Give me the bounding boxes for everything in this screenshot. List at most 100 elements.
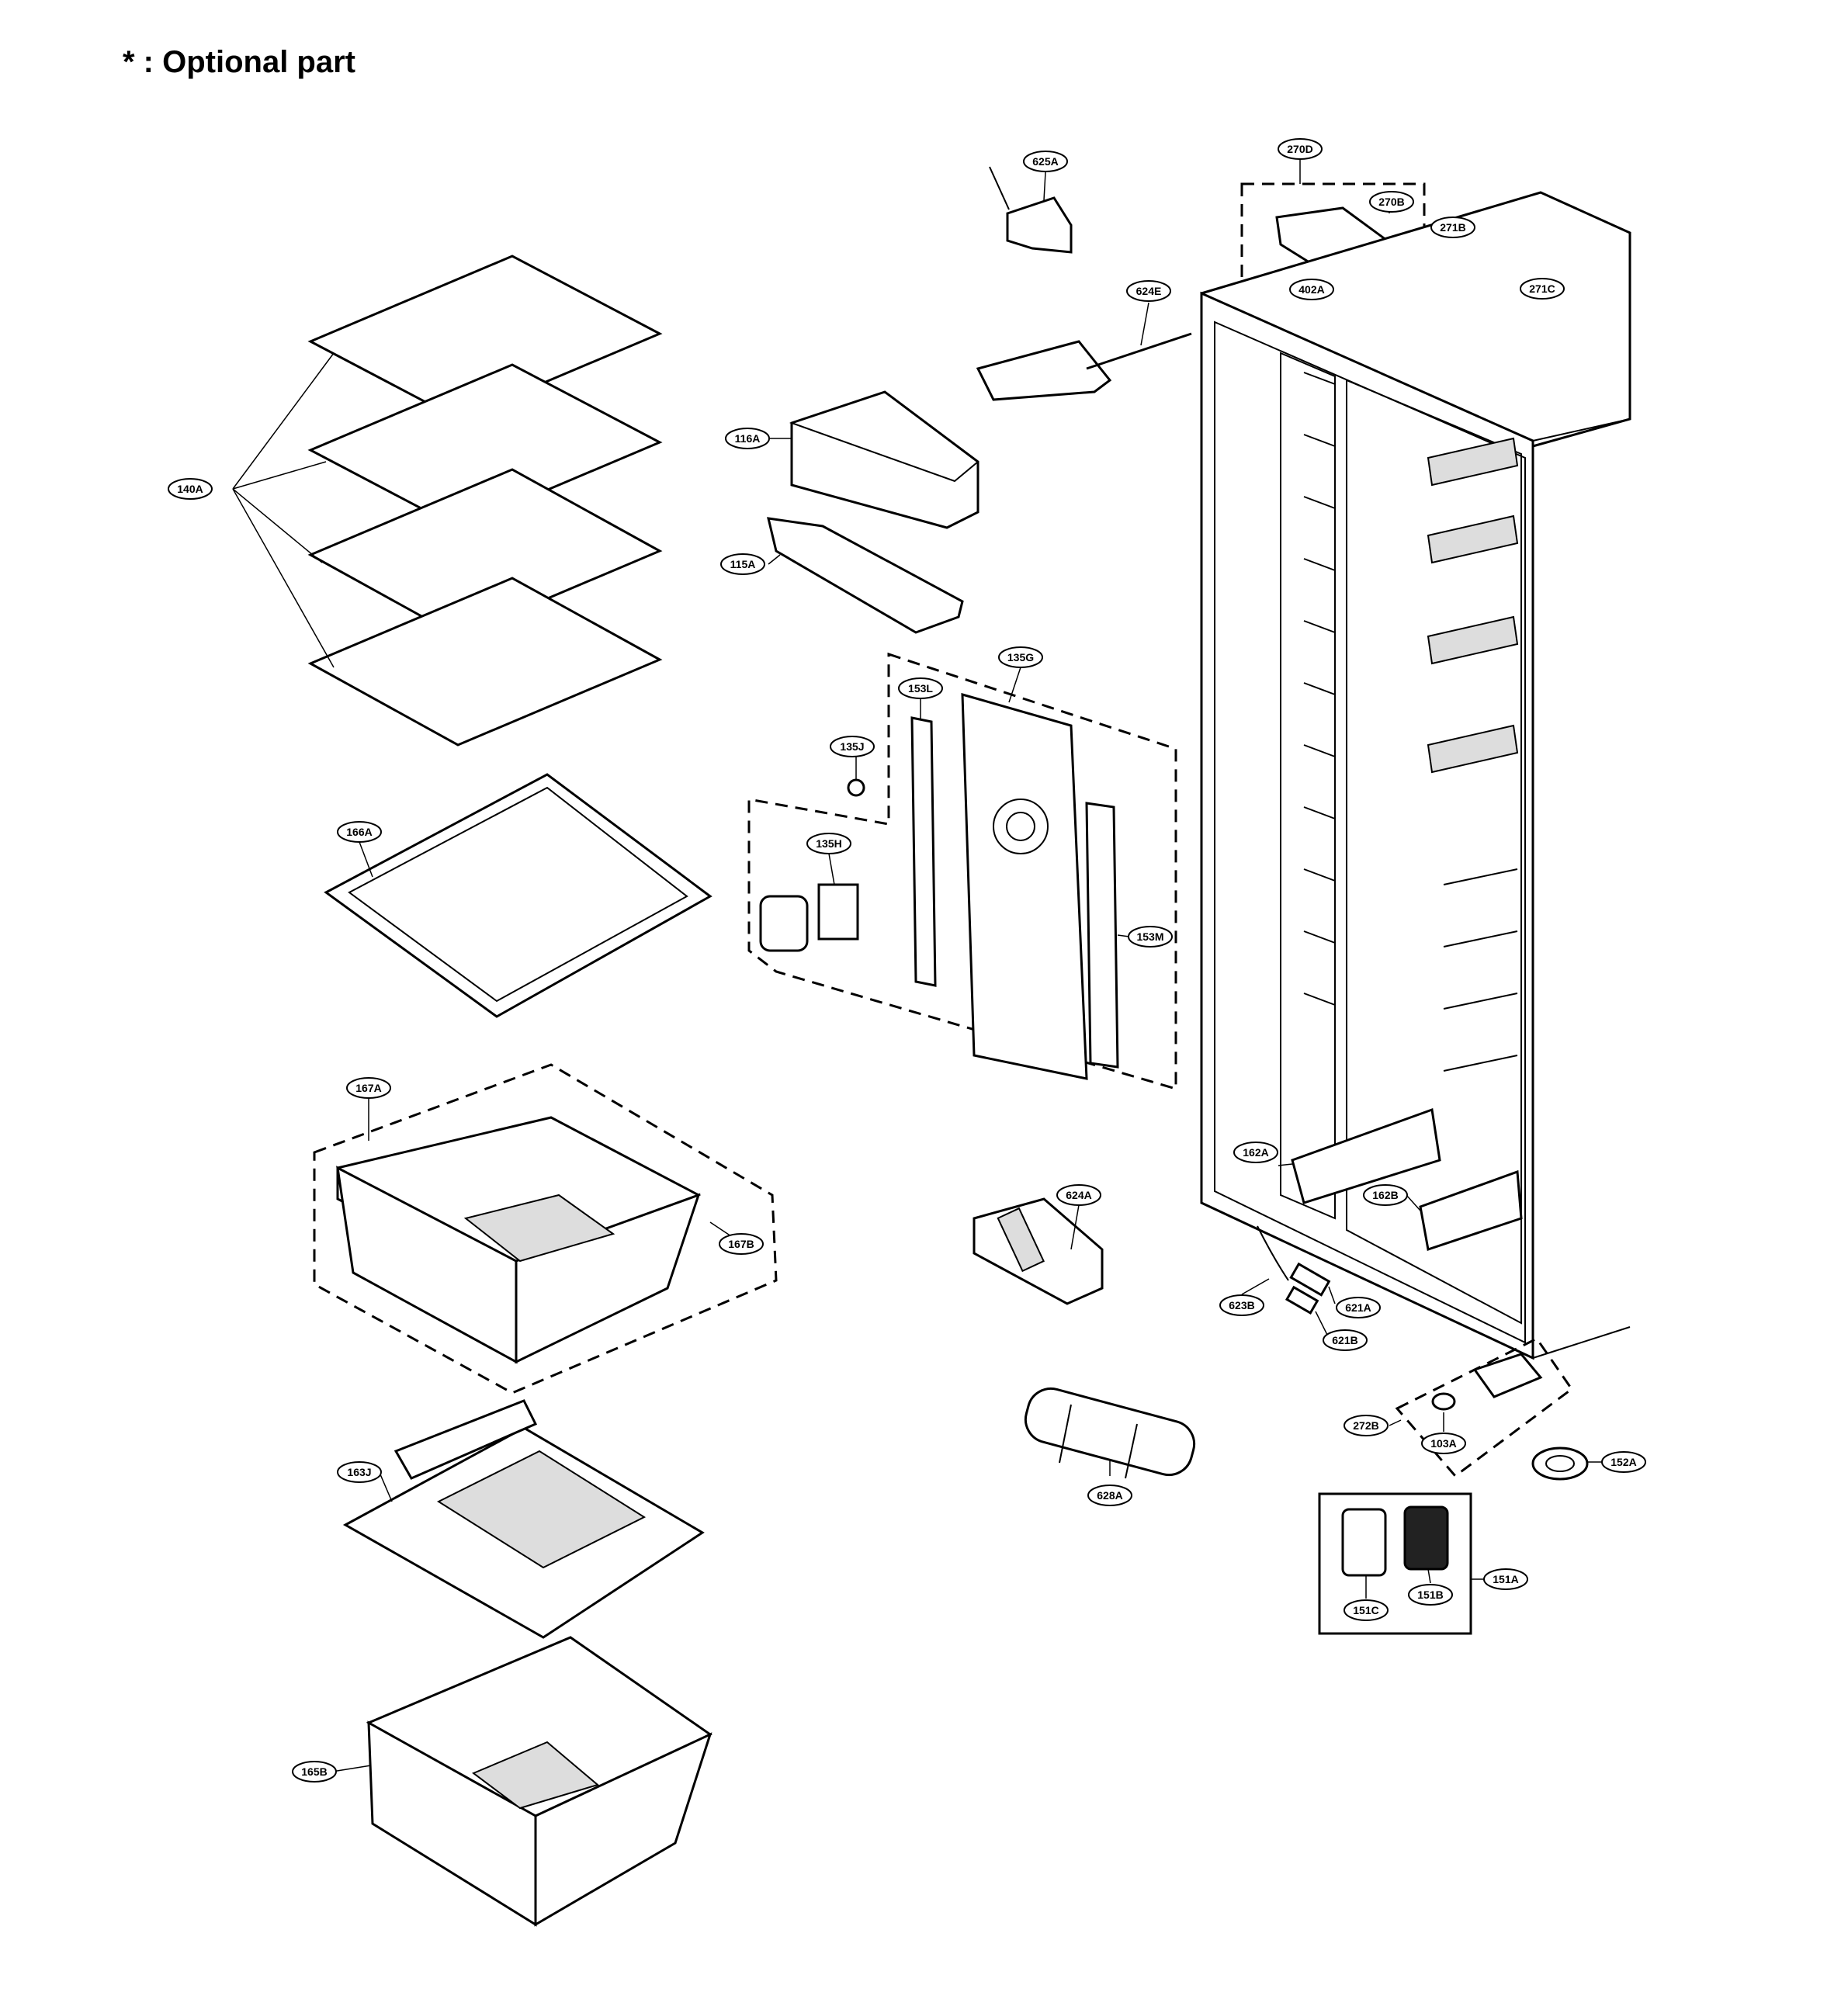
pantry-drawer[interactable] xyxy=(366,1636,713,1927)
svg-text:271C: 271C xyxy=(1529,282,1555,295)
lower-hinge-left[interactable] xyxy=(1291,1107,1441,1204)
crisper-cover-tray[interactable] xyxy=(324,773,713,1018)
svg-text:272B: 272B xyxy=(1353,1419,1378,1432)
cabinet-shelf-rails-right xyxy=(1427,437,1519,1072)
svg-text:151B: 151B xyxy=(1417,1589,1443,1601)
svg-text:625A: 625A xyxy=(1032,155,1058,168)
callout-151B: 151B xyxy=(1408,1584,1453,1606)
svg-text:152A: 152A xyxy=(1610,1456,1636,1468)
lower-hinge-right[interactable] xyxy=(1419,1169,1523,1251)
callout-163J: 163J xyxy=(337,1461,382,1483)
water-tube-assembly[interactable] xyxy=(976,332,1192,401)
svg-text:166A: 166A xyxy=(346,826,372,838)
page-title: * : Optional part xyxy=(123,45,355,79)
water-filter-box[interactable] xyxy=(973,1197,1104,1305)
svg-text:135G: 135G xyxy=(1007,651,1034,663)
callout-162B: 162B xyxy=(1363,1184,1408,1206)
shelf-glass-4[interactable] xyxy=(307,577,663,747)
callout-116A: 116A xyxy=(725,428,770,449)
grille-pad[interactable] xyxy=(1403,1505,1449,1571)
callout-115A: 115A xyxy=(720,553,765,575)
svg-text:153L: 153L xyxy=(908,682,933,695)
gasket-strip-right[interactable] xyxy=(1085,802,1119,1069)
door-switch[interactable] xyxy=(989,166,1073,254)
crisper-drawer[interactable] xyxy=(336,1116,702,1364)
callout-628A: 628A xyxy=(1087,1485,1132,1506)
svg-text:135H: 135H xyxy=(816,837,841,850)
callout-153M: 153M xyxy=(1128,926,1173,948)
svg-text:162B: 162B xyxy=(1372,1189,1398,1201)
fan-cover-panel[interactable] xyxy=(961,692,1088,1080)
svg-text:151C: 151C xyxy=(1353,1604,1378,1616)
svg-text:621A: 621A xyxy=(1345,1301,1371,1314)
ice-bin[interactable] xyxy=(789,390,979,529)
callout-103A: 103A xyxy=(1421,1433,1466,1454)
leveling-foot[interactable] xyxy=(1431,1392,1456,1411)
callout-624A: 624A xyxy=(1056,1184,1101,1206)
svg-text:151A: 151A xyxy=(1493,1573,1518,1585)
svg-text:165B: 165B xyxy=(301,1765,327,1778)
svg-text:140A: 140A xyxy=(177,483,203,495)
callout-625A: 625A xyxy=(1023,151,1068,172)
callout-270B: 270B xyxy=(1369,191,1414,213)
grille-group xyxy=(1318,1492,1472,1635)
gasket-strip-left[interactable] xyxy=(910,716,937,987)
svg-text:624A: 624A xyxy=(1066,1189,1091,1201)
svg-text:623B: 623B xyxy=(1229,1299,1254,1311)
water-line-hose[interactable] xyxy=(1257,1225,1331,1315)
svg-text:167B: 167B xyxy=(728,1238,754,1250)
shelf-glass-1[interactable] xyxy=(307,255,663,421)
callout-165B: 165B xyxy=(292,1761,337,1783)
callout-151C: 151C xyxy=(1344,1599,1389,1621)
svg-text:271B: 271B xyxy=(1440,221,1465,234)
svg-text:621B: 621B xyxy=(1332,1334,1357,1346)
filter-cap[interactable] xyxy=(759,895,809,952)
callout-135G: 135G xyxy=(998,646,1043,668)
svg-text:402A: 402A xyxy=(1298,283,1324,296)
shelf-glass-2[interactable] xyxy=(307,363,663,529)
callout-624E: 624E xyxy=(1126,280,1171,302)
svg-text:167A: 167A xyxy=(355,1082,381,1094)
svg-text:116A: 116A xyxy=(735,432,761,445)
callout-152A: 152A xyxy=(1601,1451,1646,1473)
ice-bin-tray[interactable] xyxy=(767,517,964,634)
svg-text:135J: 135J xyxy=(840,740,864,753)
pantry-drawer-cover[interactable] xyxy=(342,1399,705,1639)
callout-272B: 272B xyxy=(1344,1415,1389,1436)
callout-271B: 271B xyxy=(1430,217,1475,238)
shelf-glass-group xyxy=(232,255,663,747)
callout-167A: 167A xyxy=(346,1077,391,1099)
svg-text:103A: 103A xyxy=(1430,1437,1456,1450)
callout-151A: 151A xyxy=(1483,1568,1528,1590)
fan-cover-group xyxy=(747,652,1177,1091)
callout-162A: 162A xyxy=(1233,1142,1278,1163)
callout-167B: 167B xyxy=(719,1233,764,1255)
callout-140A: 140A xyxy=(168,478,213,500)
grille-cover[interactable] xyxy=(1341,1508,1387,1577)
svg-text:270D: 270D xyxy=(1287,143,1312,155)
svg-text:153M: 153M xyxy=(1136,930,1163,943)
callout-135H: 135H xyxy=(806,833,851,854)
callout-621A: 621A xyxy=(1336,1297,1381,1318)
cabinet-shelf-rails-left xyxy=(1303,372,1336,1006)
callout-623B: 623B xyxy=(1219,1294,1264,1316)
callout-271C: 271C xyxy=(1520,278,1565,300)
svg-text:624E: 624E xyxy=(1136,285,1162,297)
svg-text:270B: 270B xyxy=(1378,196,1404,208)
callout-153L: 153L xyxy=(898,677,943,699)
callout-621B: 621B xyxy=(1323,1329,1368,1351)
crisper-drawer-group xyxy=(313,1063,778,1394)
refrigerator-cabinet[interactable] xyxy=(1200,191,1631,1360)
svg-text:115A: 115A xyxy=(730,558,756,570)
shelf-glass-3[interactable] xyxy=(307,468,663,638)
callout-402A: 402A xyxy=(1289,279,1334,300)
damper-knob[interactable] xyxy=(847,778,865,797)
inline-water-filter[interactable] xyxy=(1021,1384,1200,1481)
svg-text:163J: 163J xyxy=(347,1466,371,1478)
svg-text:628A: 628A xyxy=(1097,1489,1122,1502)
roller-cap[interactable] xyxy=(1531,1446,1589,1481)
air-filter[interactable] xyxy=(817,883,859,941)
callout-135J: 135J xyxy=(830,736,875,757)
leveling-leg-bracket[interactable] xyxy=(1472,1353,1543,1398)
